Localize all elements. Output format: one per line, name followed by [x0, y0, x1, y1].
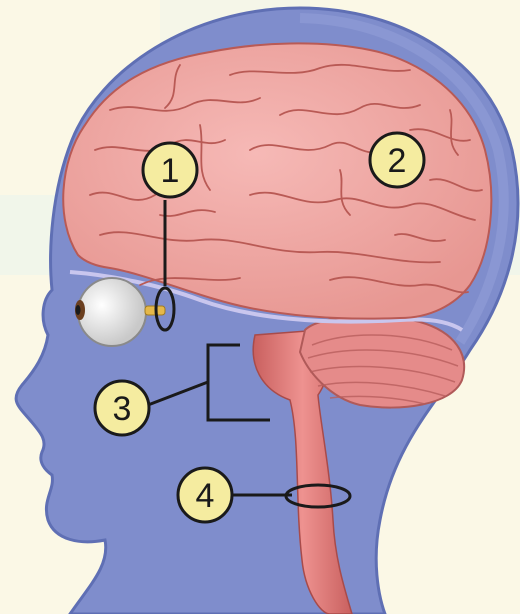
callout-3-label: 3	[113, 390, 132, 428]
callout-4-label: 4	[196, 477, 215, 515]
callout-2-label: 2	[388, 142, 407, 180]
callout-1-label: 1	[161, 152, 180, 190]
callout-2: 2	[370, 133, 424, 187]
